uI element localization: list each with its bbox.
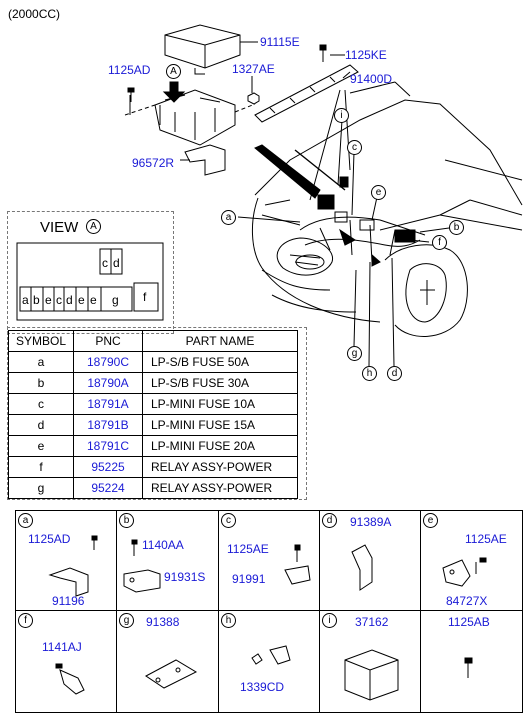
pnc-cell: 95224	[73, 477, 143, 499]
part-cell-letter: f	[18, 613, 33, 628]
fuse-slot-c-top: c	[102, 256, 108, 270]
part-number-label: 91931S	[164, 570, 206, 584]
fuse-slot-b: b	[33, 293, 40, 307]
part-name-cell: RELAY ASSY-POWER	[142, 477, 298, 499]
part-name-cell: LP-MINI FUSE 20A	[142, 435, 298, 457]
part-label-91115E: 91115E	[260, 35, 300, 49]
part-cell-letter: i	[322, 613, 337, 628]
part-number-label: 84727X	[446, 594, 488, 608]
part-cell-letter: a	[18, 513, 33, 528]
view-a-marker: A	[166, 64, 181, 79]
part-number-label: 1125AB	[448, 615, 490, 629]
part-cell-letter: d	[322, 513, 337, 528]
part-number-label: 91389A	[350, 515, 392, 529]
callout-b: b	[449, 220, 464, 235]
part-number-label: 1125AE	[227, 542, 269, 556]
part-cell-letter: e	[423, 513, 438, 528]
part-number-label: 91196	[52, 594, 85, 608]
symbol-table-panel	[7, 327, 307, 500]
part-cell-j	[420, 610, 523, 713]
part-cell-letter: h	[221, 613, 236, 628]
header-symbol: SYMBOL	[8, 330, 74, 352]
part-cell-letter: c	[221, 513, 236, 528]
fuse-slot-e2: e	[78, 293, 85, 307]
part-label-91400D: 91400D	[350, 72, 393, 86]
header-pnc: PNC	[73, 330, 143, 352]
fuse-slot-e3: e	[90, 293, 97, 307]
fuse-slot-a: a	[22, 293, 29, 307]
part-number-label: 91388	[146, 615, 180, 629]
fuse-slot-e1: e	[45, 293, 52, 307]
part-number-label: 1140AA	[142, 538, 184, 552]
fuse-slot-f: f	[143, 290, 147, 304]
part-label-1125AD: 1125AD	[108, 63, 151, 77]
part-number-label: 91991	[232, 572, 266, 586]
fuse-slot-g: g	[112, 293, 119, 307]
callout-e: e	[371, 185, 386, 200]
part-number-label: 37162	[355, 615, 389, 629]
part-number-label: 1339CD	[240, 680, 285, 694]
callout-i: i	[334, 108, 349, 123]
part-label-1125KE: 1125KE	[345, 48, 387, 62]
diagram-title: (2000CC)	[8, 7, 61, 21]
callout-c: c	[347, 140, 362, 155]
callout-h: h	[362, 366, 377, 381]
pnc-cell: 18791A	[73, 393, 143, 415]
fuse-slot-c: c	[56, 293, 62, 307]
pnc-cell: 18791B	[73, 414, 143, 436]
callout-a: a	[221, 210, 236, 225]
part-name-cell: LP-S/B FUSE 30A	[142, 372, 298, 394]
part-cell-letter: g	[119, 613, 134, 628]
part-number-label: 1125AD	[28, 532, 71, 546]
part-name-cell: LP-MINI FUSE 15A	[142, 414, 298, 436]
part-label-1327AE: 1327AE	[232, 62, 275, 76]
callout-f: f	[432, 235, 447, 250]
pnc-cell: 18791C	[73, 435, 143, 457]
view-title-letter: A	[86, 219, 101, 234]
fuse-slot-d: d	[66, 293, 73, 307]
callout-d: d	[387, 366, 402, 381]
part-label-96572R: 96572R	[132, 156, 175, 170]
part-number-label: 1141AJ	[42, 640, 82, 654]
view-title: VIEW	[40, 219, 79, 236]
callout-g: g	[347, 346, 362, 361]
fuse-slot-d-top: d	[113, 256, 120, 270]
part-cell-letter: b	[119, 513, 134, 528]
part-number-label: 1125AE	[465, 532, 507, 546]
